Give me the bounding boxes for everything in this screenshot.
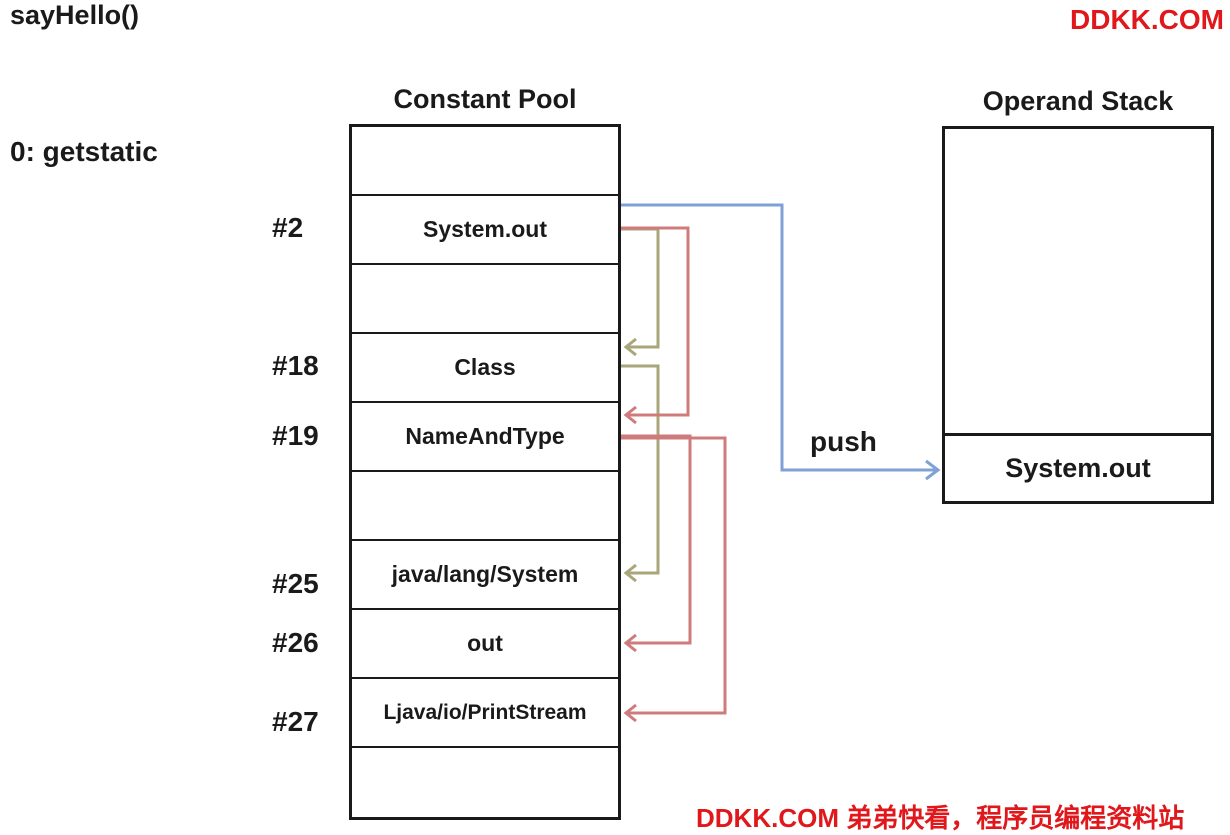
red-arrowhead-19 <box>623 405 637 425</box>
cp-index-18: #18 <box>272 350 319 381</box>
instruction-label: 0: getstatic <box>10 136 158 167</box>
red-arrowhead-26 <box>623 633 637 653</box>
cp-cell-27: Ljava/io/PrintStream <box>352 679 618 748</box>
constant-pool-title: Constant Pool <box>393 84 577 114</box>
olive-arrow-2-to-18 <box>621 227 660 349</box>
cp-cell-empty-1 <box>352 265 618 334</box>
method-title: sayHello() <box>10 0 140 30</box>
cp-cell-0 <box>352 127 618 196</box>
red-arrow-19-to-26 <box>621 434 692 645</box>
olive-arrowhead-25 <box>623 563 637 583</box>
cp-cell-25: java/lang/System <box>352 541 618 610</box>
cp-cell-2: System.out <box>352 196 618 265</box>
operand-stack-table: System.out <box>942 126 1214 504</box>
blue-push-arrow <box>621 203 936 472</box>
cp-cell-26: out <box>352 610 618 679</box>
watermark-bottom: DDKK.COM 弟弟快看，程序员编程资料站 <box>696 803 1185 833</box>
cp-index-26: #26 <box>272 627 319 658</box>
olive-arrowhead-18 <box>623 337 637 357</box>
red-arrow-19-to-27 <box>621 436 727 715</box>
operand-stack-title: Operand Stack <box>982 86 1174 116</box>
constant-pool-table: System.out Class NameAndType java/lang/S… <box>349 124 621 820</box>
cp-index-19: #19 <box>272 420 319 451</box>
cp-index-27: #27 <box>272 706 319 737</box>
cp-index-2: #2 <box>272 212 304 243</box>
cp-cell-19: NameAndType <box>352 403 618 472</box>
blue-push-arrowhead <box>925 459 941 481</box>
red-arrow-2-to-19 <box>621 226 690 417</box>
olive-arrow-18-to-25 <box>621 364 660 575</box>
red-arrowhead-27 <box>623 703 637 723</box>
cp-cell-18: Class <box>352 334 618 403</box>
operand-stack-empty-area <box>945 129 1211 436</box>
operand-stack-top-cell: System.out <box>1005 453 1151 483</box>
cp-index-25: #25 <box>272 568 319 599</box>
watermark-top: DDKK.COM <box>1070 4 1224 35</box>
push-label: push <box>810 426 877 457</box>
cp-cell-empty-2 <box>352 472 618 541</box>
